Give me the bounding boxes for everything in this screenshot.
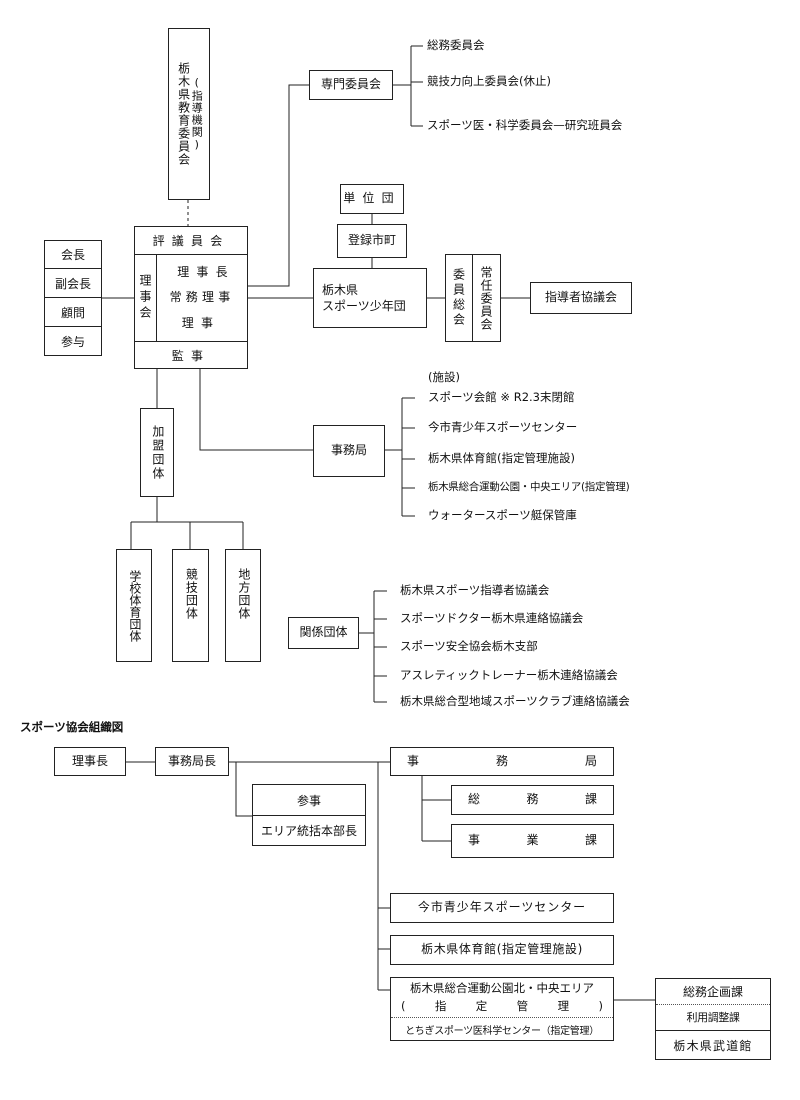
sports-park-line1: 栃木県総合運動公園北・中央エリア	[410, 981, 594, 995]
school-sports-label: 学校体育団体	[127, 569, 142, 642]
facilities-label: (施設)	[428, 370, 460, 384]
board-of-education-name: 栃木県教育委員会	[176, 62, 191, 166]
business-box: 事 業 課	[451, 824, 614, 858]
board-of-education-box: 栃木県教育委員会 (指導機関)	[168, 28, 210, 200]
secretariat-char-2: 務	[495, 753, 508, 768]
facility-boat-storage: ウォータースポーツ艇保管庫	[428, 508, 577, 522]
committee-pair: 委員総会 常任委員会	[445, 254, 501, 342]
park-char-1: (	[401, 999, 406, 1013]
facility-sports-hall: スポーツ会館 ※ R2.3末閉館	[428, 390, 575, 404]
registered-city-box: 登録市町	[337, 224, 407, 258]
role-vice-chairman: 副会長	[45, 269, 101, 298]
school-sports-box: 学校体育団体	[116, 549, 152, 662]
member-orgs-label: 加盟団体	[150, 424, 165, 481]
park-char-6: )	[598, 999, 603, 1013]
board-roles: 理事長 常務理事 理事	[157, 255, 247, 341]
secretariat-char-3: 局	[584, 753, 597, 768]
park-divider	[391, 1017, 613, 1018]
budokan-cell: 栃木県武道館	[656, 1030, 770, 1059]
councilor-cell: 参事	[253, 785, 365, 816]
role-counselor: 参与	[60, 334, 85, 349]
chairman-box: 理事長	[54, 747, 126, 776]
facility-sports-park: 栃木県総合運動公園・中央エリア(指定管理)	[428, 481, 630, 493]
related-athletic-trainer: アスレティックトレーナー栃木連絡協議会	[400, 668, 618, 682]
planning-section-cell: 総務企画課	[682, 985, 743, 999]
imaichi-center-box: 今市青少年スポーツセンター	[390, 893, 614, 923]
secretary-general-box: 事務局長	[155, 747, 229, 776]
related-sports-doctor: スポーツドクター栃木県連絡協議会	[400, 611, 584, 625]
youth-sports-box: 栃木県 スポーツ少年団	[313, 268, 427, 328]
org-chart-title: スポーツ協会組織図	[20, 720, 124, 734]
sections-divider	[656, 1004, 770, 1005]
related-community-clubs: 栃木県総合型地域スポーツクラブ連絡協議会	[400, 694, 630, 708]
medical-center-cell: とちぎスポーツ医科学センター（指定管理）	[405, 1025, 599, 1037]
related-leaders-council: 栃木県スポーツ指導者協議会	[400, 583, 550, 597]
sports-park-block: 栃木県総合運動公園北・中央エリア ( 指 定 管 理 ) とちぎスポーツ医科学セ…	[390, 977, 614, 1041]
youth-sports-label: 栃木県 スポーツ少年団	[322, 282, 406, 313]
park-char-4: 管	[516, 999, 529, 1013]
auditor-box: 監事	[135, 341, 247, 368]
board-role-director: 理事	[181, 315, 221, 330]
competitive-orgs-label: 競技団体	[184, 568, 199, 620]
leaders-council-box: 指導者協議会	[530, 282, 632, 314]
secretariat-char-1: 事	[407, 753, 420, 768]
committee-sports-medicine: スポーツ医・科学委員会—研究班員会	[427, 118, 623, 132]
business-char-3: 課	[584, 833, 597, 848]
general-committee-label: 委員総会	[451, 268, 466, 328]
board-role-president: 理事長	[177, 264, 235, 279]
board-label: 理事会	[138, 274, 152, 322]
committee-general: 総務委員会	[427, 38, 485, 52]
role-advisor: 顧問	[45, 298, 101, 327]
board-of-education-note: (指導機関)	[190, 76, 204, 152]
role-chairman: 会長	[45, 241, 101, 269]
regional-orgs-box: 地方団体	[225, 549, 261, 662]
general-affairs-char-3: 課	[584, 792, 597, 807]
general-affairs-char-1: 総	[468, 792, 481, 807]
councilor-block: 参事 エリア統括本部長	[252, 784, 366, 846]
business-char-1: 事	[468, 833, 481, 848]
regional-orgs-label: 地方団体	[236, 568, 251, 620]
secretariat-box: 事務局	[313, 425, 385, 477]
standing-committee-label: 常任委員会	[479, 265, 493, 331]
unit-group-box: 単位団	[340, 184, 404, 214]
related-safety-association: スポーツ安全協会栃木支部	[400, 639, 538, 653]
park-char-2: 指	[434, 999, 447, 1013]
general-affairs-char-2: 務	[526, 792, 539, 807]
business-char-2: 業	[526, 833, 539, 848]
expert-committee-box: 専門委員会	[309, 70, 393, 100]
area-director-cell: エリア統括本部長	[260, 824, 357, 838]
park-char-3: 定	[475, 999, 488, 1013]
secretariat-main-box: 事 務 局	[390, 747, 614, 776]
council-box: 評議員会	[135, 227, 247, 255]
board-role-managing: 常務理事	[169, 289, 235, 304]
park-sections-block: 総務企画課 利用調整課 栃木県武道館	[655, 978, 771, 1060]
related-orgs-box: 関係団体	[288, 617, 359, 649]
governance-block: 評議員会 理事会 理事長 常務理事 理事 監事	[134, 226, 248, 369]
left-roles-stack: 会長 副会長 顧問 参与	[44, 240, 102, 356]
standing-committee-box: 常任委員会	[473, 255, 500, 341]
general-affairs-box: 総 務 課	[451, 785, 614, 815]
park-char-5: 理	[557, 999, 570, 1013]
coordination-section-cell: 利用調整課	[686, 1011, 740, 1024]
facility-gymnasium: 栃木県体育館(指定管理施設)	[428, 451, 575, 465]
board-label-box: 理事会	[135, 255, 157, 341]
member-orgs-box: 加盟団体	[140, 408, 174, 497]
general-committee-box: 委員総会	[446, 255, 473, 341]
facility-imaichi: 今市青少年スポーツセンター	[428, 420, 578, 434]
committee-competitive: 競技力向上委員会(休止)	[427, 74, 551, 88]
gymnasium-box: 栃木県体育館(指定管理施設)	[390, 935, 614, 965]
sports-park-line2: ( 指 定 管 理 )	[401, 997, 603, 1015]
competitive-orgs-box: 競技団体	[172, 549, 209, 662]
